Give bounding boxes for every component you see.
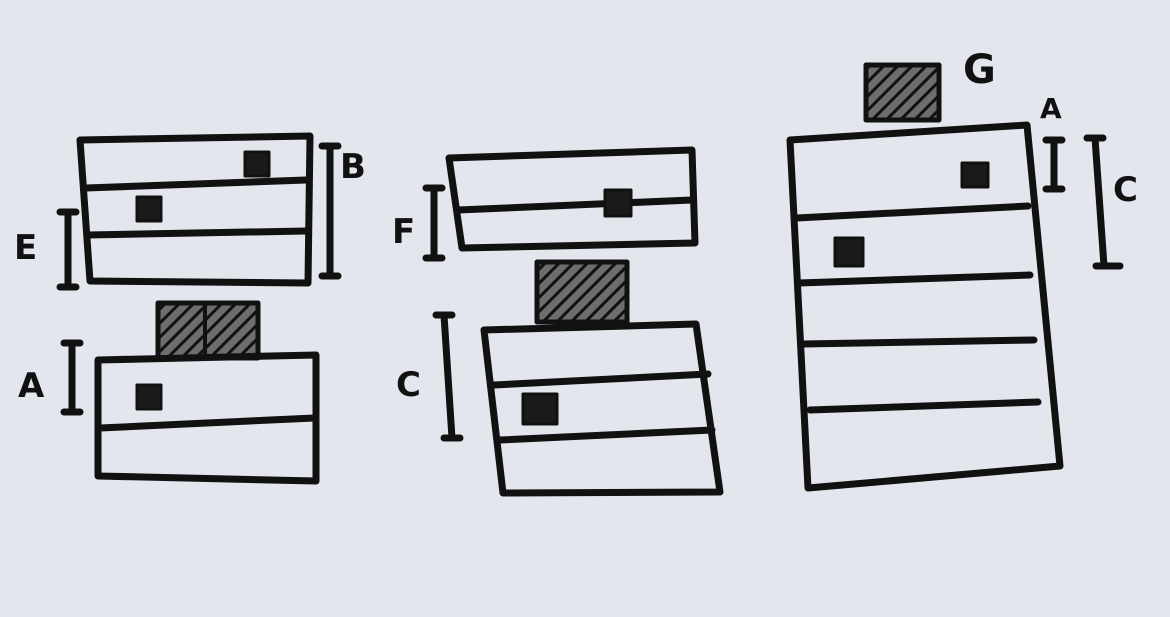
- box-a-shelf-1: [96, 414, 318, 432]
- tall-box-shelf-3: [799, 336, 1038, 348]
- hatched-block-group2: [534, 259, 630, 325]
- tall-box-shelf-1: [793, 202, 1032, 222]
- tall-box-shelf-2: [795, 271, 1034, 287]
- hatched-block-g: [863, 62, 942, 123]
- dimension-bar-b: [318, 142, 342, 280]
- box-c-item-1: [521, 392, 559, 426]
- label-e: E: [14, 228, 37, 268]
- dimension-bar-f: [422, 184, 446, 262]
- group-3: [786, 62, 1124, 492]
- tall-box-outline: [786, 121, 1064, 492]
- box-b-shelf-1: [82, 176, 310, 192]
- group-2: [422, 146, 724, 497]
- tall-box-item-2: [833, 236, 865, 268]
- group-1: [56, 132, 342, 485]
- box-a-outline: [94, 351, 320, 485]
- box-f-outline: [445, 146, 699, 252]
- box-c-outline: [480, 320, 724, 497]
- label-a-right: A: [1040, 92, 1062, 125]
- box-c-shelf-2: [496, 426, 716, 444]
- dimension-bar-c: [432, 311, 464, 442]
- box-b-item-2: [135, 195, 163, 223]
- box-f-item-1: [603, 188, 633, 218]
- tall-box-item-1: [960, 161, 990, 189]
- box-b-outline: [76, 132, 314, 287]
- box-f-shelf-1: [454, 196, 696, 214]
- dimension-bar-c-right: [1083, 134, 1124, 270]
- dimension-bar-e: [56, 208, 80, 291]
- label-g: G: [963, 47, 996, 93]
- box-a-item-1: [135, 383, 163, 411]
- box-b-item-1: [243, 150, 271, 178]
- box-b-shelf-2: [84, 227, 310, 239]
- dimension-bar-a-right: [1042, 136, 1066, 193]
- label-a: A: [18, 366, 45, 406]
- box-c-shelf-1: [490, 370, 712, 389]
- tall-box-shelf-4: [806, 398, 1042, 414]
- label-c-right: C: [1113, 170, 1138, 210]
- label-f: F: [392, 212, 415, 252]
- hatched-block-group1: [155, 300, 261, 361]
- label-c: C: [396, 365, 421, 405]
- label-b: B: [340, 147, 366, 187]
- dimension-bar-a: [60, 339, 84, 416]
